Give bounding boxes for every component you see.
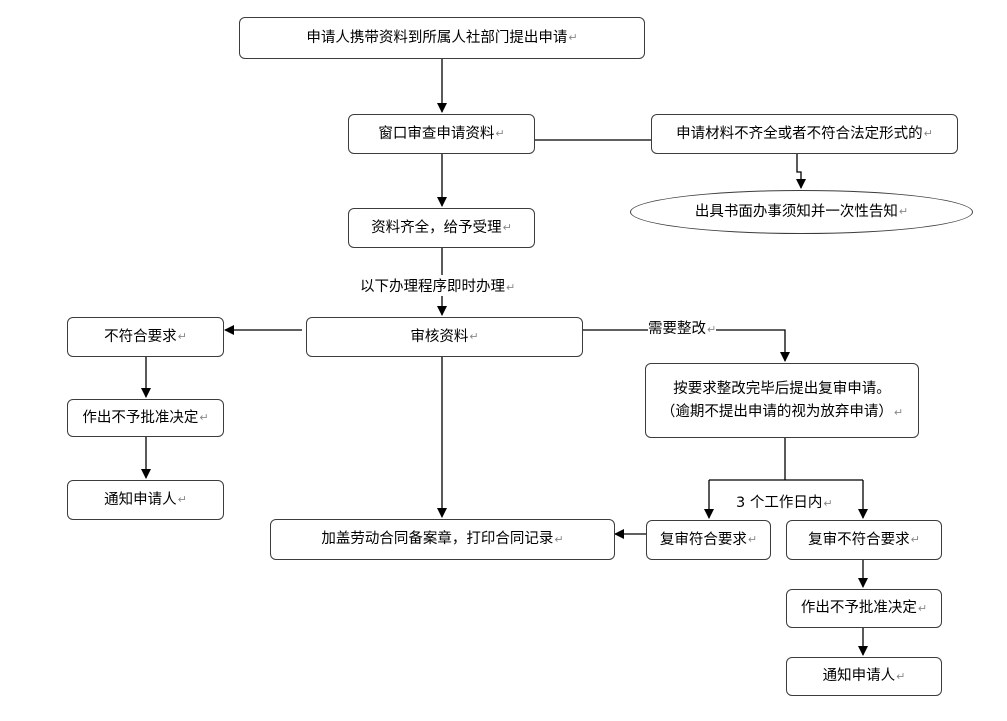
box-left-not-meet: 不符合要求↵ [67, 317, 224, 357]
box-incomplete: 申请材料不齐全或者不符合法定形式的↵ [651, 114, 958, 154]
return-mark: ↵ [893, 405, 904, 419]
box-resubmit-line2: （逾期不提出申请的视为放弃申请） [660, 403, 893, 420]
oval-notice-once-text: 出具书面办事须知并一次性告知 [694, 203, 898, 220]
label-three-days: 3 个工作日内↵ [736, 491, 833, 512]
return-mark: ↵ [898, 205, 909, 219]
box-apply: 申请人携带资料到所属人社部门提出申请↵ [239, 17, 645, 59]
return-mark: ↵ [495, 127, 505, 141]
box-incomplete-text: 申请材料不齐全或者不符合法定形式的 [676, 125, 923, 142]
label-immediate-text: 以下办理程序即时办理 [360, 279, 505, 295]
box-left-notify: 通知申请人↵ [67, 480, 224, 520]
box-audit-text: 审核资料 [410, 328, 469, 345]
box-stamp: 加盖劳动合同备案章，打印合同记录↵ [270, 519, 615, 560]
box-audit: 审核资料↵ [306, 317, 583, 357]
box-window-review-text: 窗口审查申请资料 [378, 125, 495, 142]
label-immediate: 以下办理程序即时办理↵ [360, 275, 516, 296]
label-need-fix: 需要整改↵ [648, 317, 717, 338]
box-accept: 资料齐全，给予受理↵ [348, 208, 535, 248]
return-mark: ↵ [177, 330, 187, 344]
return-mark: ↵ [917, 601, 928, 615]
return-mark: ↵ [469, 330, 479, 344]
box-right-notify-text: 通知申请人 [822, 668, 896, 685]
return-mark: ↵ [568, 31, 578, 45]
return-mark: ↵ [502, 221, 512, 235]
box-left-not-meet-text: 不符合要求 [104, 328, 177, 345]
box-right-reject-text: 作出不予批准决定 [800, 600, 917, 617]
return-mark: ↵ [896, 669, 906, 683]
return-mark: ↵ [747, 533, 758, 547]
return-mark: ↵ [707, 323, 717, 336]
return-mark: ↵ [199, 411, 209, 425]
box-accept-text: 资料齐全，给予受理 [371, 219, 502, 236]
return-mark: ↵ [554, 532, 564, 546]
box-left-reject-text: 作出不予批准决定 [82, 409, 199, 426]
oval-notice-once: 出具书面办事须知并一次性告知↵ [630, 190, 973, 234]
box-right-reject: 作出不予批准决定↵ [786, 589, 942, 628]
box-re-not-meet: 复审不符合要求↵ [786, 520, 942, 560]
box-resubmit: 按要求整改完毕后提出复审申请。 （逾期不提出申请的视为放弃申请）↵ [645, 363, 919, 438]
return-mark: ↵ [506, 281, 516, 294]
box-apply-text: 申请人携带资料到所属人社部门提出申请 [306, 29, 568, 46]
box-window-review: 窗口审查申请资料↵ [348, 114, 535, 154]
box-left-notify-text: 通知申请人 [104, 491, 177, 508]
box-re-meet-text: 复审符合要求 [659, 531, 747, 548]
box-resubmit-lines: 按要求整改完毕后提出复审申请。 （逾期不提出申请的视为放弃申请）↵ [661, 378, 903, 423]
return-mark: ↵ [823, 497, 833, 510]
box-resubmit-line1: 按要求整改完毕后提出复审申请。 [673, 381, 891, 398]
return-mark: ↵ [910, 533, 920, 547]
return-mark: ↵ [177, 493, 187, 507]
box-right-notify: 通知申请人↵ [786, 657, 942, 696]
box-left-reject: 作出不予批准决定↵ [67, 399, 224, 437]
return-mark: ↵ [923, 127, 933, 141]
box-re-meet: 复审符合要求↵ [646, 520, 771, 560]
label-three-days-text: 3 个工作日内 [736, 495, 823, 511]
label-need-fix-text: 需要整改 [648, 321, 706, 337]
box-stamp-text: 加盖劳动合同备案章，打印合同记录 [321, 531, 554, 548]
arrow-incomplete-to-notice [796, 154, 806, 189]
box-re-not-meet-text: 复审不符合要求 [808, 531, 910, 548]
